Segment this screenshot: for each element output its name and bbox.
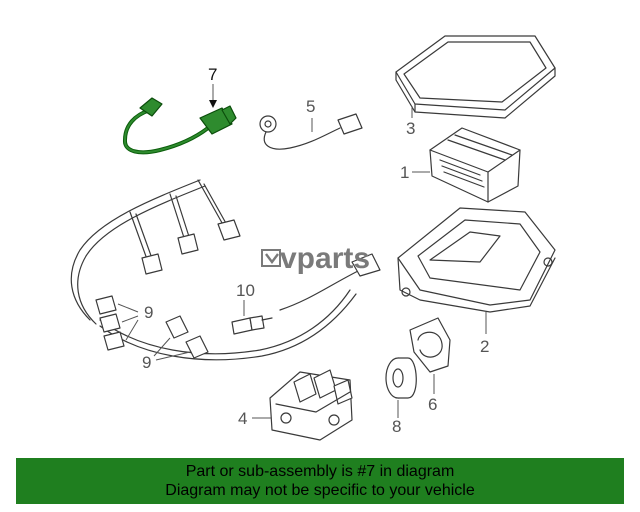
- callout-6: 6: [428, 395, 437, 414]
- callout-3: 3: [406, 119, 415, 138]
- part-6-bracket[interactable]: [409, 317, 451, 373]
- vparts-logo: vparts: [261, 242, 370, 275]
- callout-8: 8: [392, 417, 401, 436]
- part-10-spark-plug[interactable]: [231, 315, 273, 335]
- callout-9-upper: 9: [144, 303, 153, 322]
- part-4-ignition-coil[interactable]: [269, 369, 353, 441]
- part-5-knock-sensor[interactable]: [259, 113, 363, 150]
- leader-9-upper: [117, 303, 139, 341]
- part-2-ecu-tray[interactable]: [397, 207, 556, 313]
- ignition-wire-set[interactable]: [70, 179, 381, 361]
- callout-5: 5: [306, 97, 315, 116]
- part-1-control-module[interactable]: [429, 127, 521, 203]
- part-8-bushing[interactable]: [385, 357, 417, 399]
- banner-line-part: Part or sub-assembly is #7 in diagram: [185, 463, 455, 480]
- part-7-sensor-harness[interactable]: [123, 97, 237, 155]
- callout-7: 7: [208, 65, 217, 84]
- watermark-text: vparts: [280, 242, 370, 275]
- callout-1: 1: [400, 163, 409, 182]
- callout-10: 10: [236, 281, 255, 300]
- part-3-ecu-cover[interactable]: [395, 35, 556, 119]
- banner-line-disclaimer: Diagram may not be specific to your vehi…: [165, 482, 475, 499]
- parts-diagram: 7 5 3 1 2: [70, 35, 556, 441]
- arrow-7: [209, 100, 217, 108]
- info-banner: Part or sub-assembly is #7 in diagram Di…: [16, 458, 624, 504]
- leader-9-lower: [153, 337, 191, 361]
- callout-2: 2: [480, 337, 489, 356]
- callout-9-lower: 9: [142, 353, 151, 372]
- callout-4: 4: [238, 409, 247, 428]
